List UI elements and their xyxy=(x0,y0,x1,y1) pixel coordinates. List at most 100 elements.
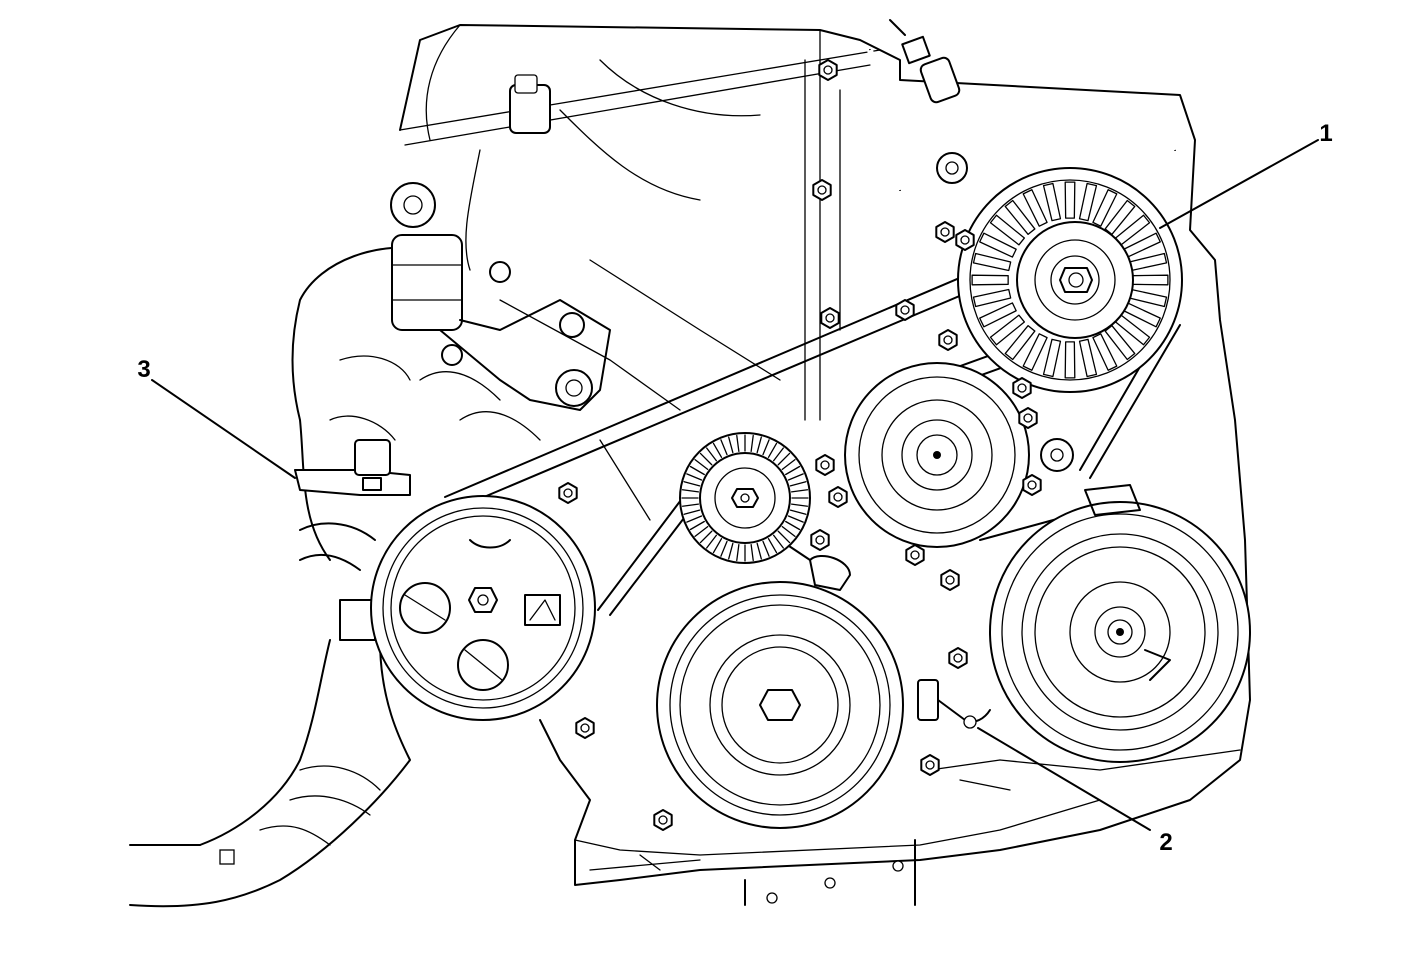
idler-rib xyxy=(790,503,809,507)
idler-rib xyxy=(785,465,801,476)
bolt-center xyxy=(953,653,963,663)
idler-rib xyxy=(772,534,785,549)
idler-rib xyxy=(781,525,796,538)
idler-rib xyxy=(686,473,703,481)
bolt-center xyxy=(960,235,970,245)
engine-block xyxy=(291,24,1251,906)
engine-mount xyxy=(390,74,611,411)
idler-rib xyxy=(750,434,754,453)
idler-rib xyxy=(785,520,801,531)
alternator-vent-slot xyxy=(972,288,1012,308)
alternator-vent-slot xyxy=(972,252,1012,272)
alternator-vent-slot xyxy=(1042,338,1062,378)
idler-rib xyxy=(689,465,705,476)
idler-rib xyxy=(767,538,778,554)
bolt-center xyxy=(900,305,910,315)
alternator-vent-slot xyxy=(989,214,1025,246)
bolt-center xyxy=(658,815,668,825)
idler-rib xyxy=(781,458,796,471)
idler-rib xyxy=(683,481,701,487)
idler-ribs xyxy=(681,434,809,562)
bolt-center xyxy=(925,760,935,770)
alternator-vent-slot xyxy=(1078,182,1098,222)
callout-1: 1 xyxy=(1159,120,1333,229)
bolt-center xyxy=(833,492,843,502)
callout-3: 3 xyxy=(137,356,296,479)
alternator-vent-slot xyxy=(1064,181,1076,219)
idler-rib xyxy=(694,458,709,471)
idler-rib xyxy=(789,509,807,515)
idler-rib xyxy=(728,436,734,454)
bolt-center xyxy=(945,575,955,585)
alternator-vent-slot xyxy=(1064,341,1076,379)
bolt-center xyxy=(1027,480,1037,490)
idler-rib xyxy=(736,434,740,453)
idler-rib xyxy=(787,515,804,523)
bolt-center xyxy=(943,335,953,345)
tensioner-pulley xyxy=(844,362,1030,548)
ac-compressor xyxy=(989,484,1251,763)
idler-rib xyxy=(777,452,791,466)
idler-rib xyxy=(762,540,770,557)
alternator-vent-slot xyxy=(1022,333,1048,371)
idler-rib xyxy=(705,447,718,462)
bolt-center xyxy=(823,65,833,75)
bolt-center xyxy=(940,227,950,237)
idler-rib xyxy=(736,543,740,562)
bolt-center xyxy=(580,723,590,733)
idler-rib xyxy=(720,439,728,456)
alternator-vent-slot xyxy=(1004,199,1036,235)
callout-3-label: 3 xyxy=(137,356,150,383)
idler-rib xyxy=(712,442,723,458)
bolt-center xyxy=(820,460,830,470)
mounting-bolts xyxy=(558,59,1042,831)
wiring-harness xyxy=(867,19,1179,191)
idler-rib xyxy=(767,442,778,458)
power-steering-pump xyxy=(129,439,596,908)
idler-rib xyxy=(686,515,703,523)
idler-rib xyxy=(694,525,709,538)
idler-rib xyxy=(683,509,701,515)
alternator-vent-slot xyxy=(979,302,1017,328)
idler-rib xyxy=(720,540,728,557)
alternator-vent-slot xyxy=(1042,182,1062,222)
alternator-vent-slot xyxy=(1092,189,1118,227)
callout-1-label: 1 xyxy=(1319,120,1332,147)
idler-rib xyxy=(681,503,700,507)
idler-rib xyxy=(689,520,705,531)
callout-2-label: 2 xyxy=(1159,829,1172,856)
idler-pulley xyxy=(679,432,811,564)
idler-rib xyxy=(789,481,807,487)
crankshaft-pulley xyxy=(656,555,904,829)
idler-rib xyxy=(762,439,770,456)
idler-rib xyxy=(712,538,723,554)
idler-rib xyxy=(787,473,804,481)
idler-rib xyxy=(728,542,734,560)
alternator-vent-slot xyxy=(1004,325,1036,361)
idler-rib xyxy=(750,543,754,562)
alternator-vent-slot xyxy=(979,232,1017,258)
alternator-vent-slot xyxy=(989,314,1025,346)
alternator-vent-slot xyxy=(1022,189,1048,227)
bolt-center xyxy=(817,185,827,195)
bolt-center xyxy=(910,550,920,560)
crankshaft-position-sensor xyxy=(917,679,991,729)
bolt-center xyxy=(815,535,825,545)
idler-rib xyxy=(699,452,713,466)
idler-rib xyxy=(756,436,762,454)
alternator-vent-slot xyxy=(1078,338,1098,378)
idler-rib xyxy=(772,447,785,462)
callout-2: 2 xyxy=(977,727,1173,856)
alternator-vent-slot xyxy=(1092,333,1118,371)
bolt-center xyxy=(1017,383,1027,393)
bolt-center xyxy=(563,488,573,498)
bolt-center xyxy=(825,313,835,323)
idler-rib xyxy=(790,489,809,493)
bolt-center xyxy=(1023,413,1033,423)
idler-rib xyxy=(681,489,700,493)
idler-rib xyxy=(777,530,791,544)
alternator xyxy=(936,152,1183,472)
alternator-vent-slot xyxy=(971,274,1009,286)
idler-rib xyxy=(699,530,713,544)
